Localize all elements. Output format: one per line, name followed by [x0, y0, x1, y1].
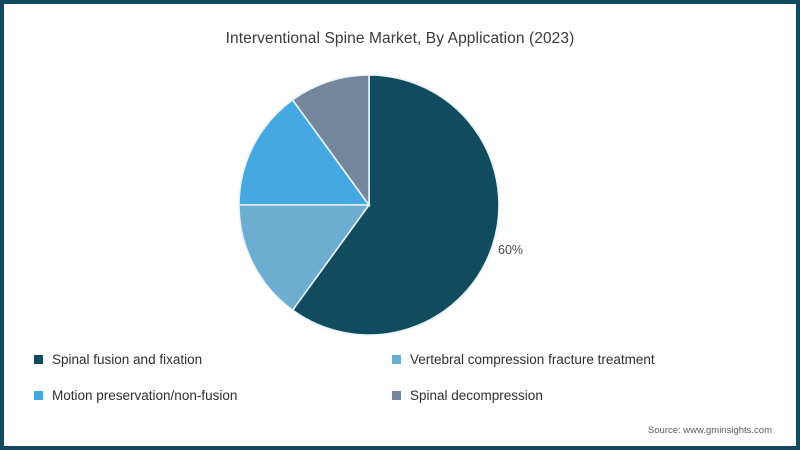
legend-swatch-icon — [392, 391, 401, 401]
legend-swatch-icon — [392, 355, 401, 365]
legend-label: Spinal fusion and fixation — [52, 352, 203, 367]
slice-value-label-spinal-fusion: 60% — [498, 243, 524, 257]
legend-item-vertebral-compression-fracture-treatment[interactable]: Vertebral compression fracture treatment — [392, 353, 655, 367]
chart-legend: Spinal fusion and fixation Vertebral com… — [4, 344, 796, 416]
pie-chart — [232, 68, 506, 342]
legend-item-motion-preservation-non-fusion[interactable]: Motion preservation/non-fusion — [34, 389, 237, 403]
legend-swatch-icon — [34, 355, 43, 365]
legend-item-spinal-fusion-and-fixation[interactable]: Spinal fusion and fixation — [34, 353, 202, 367]
pie-slice-vertebral-compression-fracture-treatment[interactable] — [238, 204, 371, 312]
pie-slice-spinal-fusion-and-fixation[interactable] — [291, 74, 500, 336]
legend-label: Motion preservation/non-fusion — [52, 388, 238, 403]
chart-canvas: Interventional Spine Market, By Applicat… — [4, 4, 796, 446]
legend-label: Vertebral compression fracture treatment — [410, 352, 655, 367]
source-attribution: Source: www.gminsights.com — [647, 425, 772, 436]
pie-slice-motion-preservation-non-fusion[interactable] — [238, 98, 371, 206]
legend-swatch-icon — [34, 391, 43, 401]
legend-label: Spinal decompression — [410, 388, 543, 403]
pie-slice-spinal-decompression[interactable] — [291, 74, 370, 208]
chart-title: Interventional Spine Market, By Applicat… — [225, 30, 575, 47]
legend-item-spinal-decompression[interactable]: Spinal decompression — [392, 389, 543, 403]
pie-svg — [238, 74, 500, 336]
